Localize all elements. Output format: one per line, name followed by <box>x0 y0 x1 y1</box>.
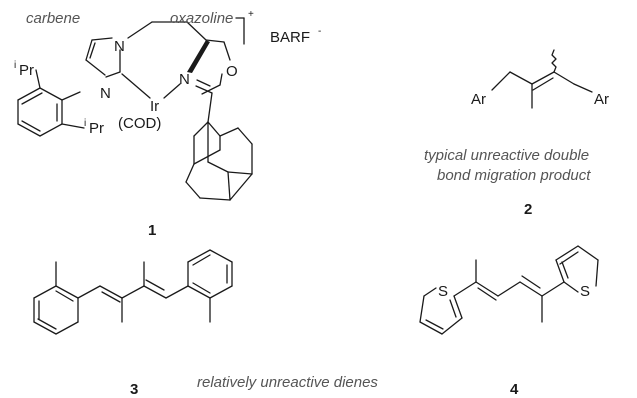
isopropyl-label: Pr <box>89 120 104 137</box>
compound-1-structure <box>17 17 253 201</box>
compound-2-structure <box>491 49 593 109</box>
compound-number-4: 4 <box>510 381 519 398</box>
nitrogen-atom-label: N <box>114 38 125 55</box>
compound-number-2: 2 <box>524 201 532 218</box>
cod-ligand-label: (COD) <box>118 115 161 132</box>
compound-3-structure <box>33 249 233 335</box>
compound-2-caption-line-2: bond migration product <box>437 167 591 184</box>
isopropyl-superscript: i <box>14 60 16 71</box>
iridium-atom-label: Ir <box>150 98 159 115</box>
carbene-label: carbene <box>26 10 80 27</box>
nitrogen-atom-label: N <box>100 85 111 102</box>
dienes-caption: relatively unreactive dienes <box>197 374 378 391</box>
oxazoline-label: oxazoline <box>170 10 233 27</box>
oxygen-atom-label: O <box>226 63 238 80</box>
isopropyl-superscript: i <box>84 118 86 129</box>
sulfur-atom-label: S <box>580 283 590 300</box>
nitrogen-atom-label: N <box>179 71 190 88</box>
stereo-wedge-bond <box>187 40 210 73</box>
aryl-group-label: Ar <box>471 91 486 108</box>
compound-number-1: 1 <box>148 222 156 239</box>
sulfur-atom-label: S <box>438 283 448 300</box>
isopropyl-label: Pr <box>19 62 34 79</box>
compound-number-3: 3 <box>130 381 138 398</box>
compound-2-caption-line-1: typical unreactive double <box>424 147 589 164</box>
counterion-label: BARF <box>270 29 310 46</box>
cation-charge: + <box>248 9 254 20</box>
aryl-group-label: Ar <box>594 91 609 108</box>
counterion-charge: - <box>318 26 321 37</box>
compound-4-structure <box>419 245 599 335</box>
